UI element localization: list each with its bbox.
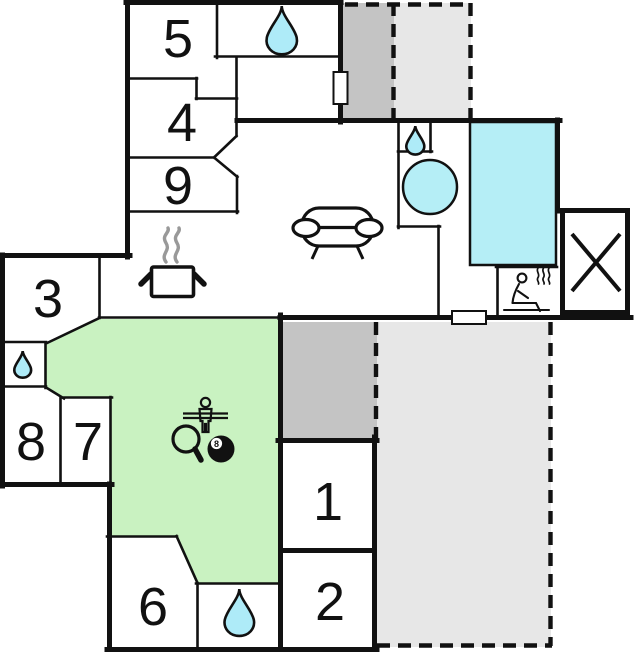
- room-8-label: 8: [16, 412, 46, 472]
- water-drop-icons: [14, 6, 424, 636]
- water-drop-icon-left-wc: [14, 351, 31, 378]
- table-tennis-paddle-icon: [171, 424, 204, 463]
- room-numbers: 5 4 9 3 8 7 6 1 2: [16, 9, 345, 637]
- room-2-label: 2: [315, 572, 345, 632]
- sauna-icon: [502, 267, 551, 313]
- terrace-areas: [283, 3, 551, 647]
- room-4-label: 4: [167, 93, 197, 153]
- terrace-top-covered: [343, 3, 394, 120]
- game-room-area: [46, 318, 278, 583]
- sofa-icon: [291, 206, 384, 260]
- room-1-label: 1: [313, 472, 343, 532]
- billiard-ball-number: 8: [214, 439, 219, 449]
- x-cross-icon: [570, 232, 622, 293]
- water-drop-icon-top-bathroom: [267, 6, 297, 54]
- water-drop-icon-middle-wc: [406, 126, 424, 155]
- room-5-label: 5: [163, 9, 193, 69]
- crossed-square-utility: [560, 208, 630, 315]
- terrace-top-open: [394, 3, 471, 120]
- terrace-bottom-open: [377, 322, 551, 647]
- room-9-label: 9: [163, 156, 193, 216]
- swimming-pool: [468, 120, 558, 267]
- billiard-8-ball-icon: 8: [207, 435, 235, 463]
- window: [332, 71, 349, 105]
- foosball-player-icon: [183, 396, 228, 434]
- whirlpool-tub-icon: [401, 158, 459, 216]
- door: [451, 310, 487, 325]
- room-7-label: 7: [73, 412, 103, 472]
- terrace-mid-covered: [283, 322, 377, 438]
- room-3-label: 3: [33, 269, 63, 329]
- cooking-pot-icon: [138, 226, 207, 299]
- steam-icon: [162, 226, 181, 264]
- terrace-dashed-borders: [345, 2, 553, 648]
- game-icons: 8: [171, 396, 235, 463]
- room-6-label: 6: [138, 577, 168, 637]
- water-drop-icon-bottom-bathroom: [225, 589, 255, 636]
